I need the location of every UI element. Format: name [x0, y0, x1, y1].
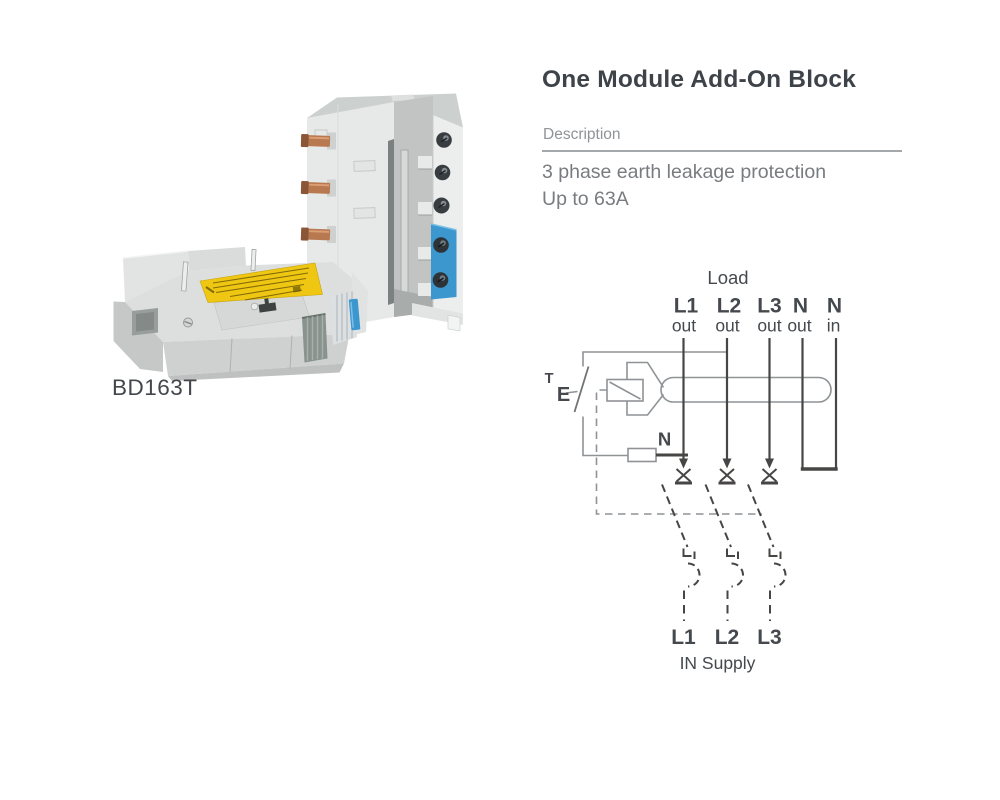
- end-terminal-block: [301, 313, 328, 363]
- terminal-screws-upper: [433, 132, 452, 214]
- mcb-pole-2: [704, 484, 744, 621]
- plug-terminals: [675, 458, 778, 485]
- terminal-name-l3: L3: [757, 295, 782, 318]
- description-heading: Description: [543, 126, 621, 143]
- pole-bracket: [726, 548, 739, 559]
- lying-back-wall2: [188, 247, 246, 271]
- lying-module: [113, 247, 368, 381]
- pole-blade: [704, 484, 732, 548]
- standing-module-top-tab: [391, 94, 415, 101]
- product-model-label: BD163T: [112, 375, 198, 400]
- label-mark: [292, 285, 301, 293]
- earth-label: E: [557, 384, 570, 406]
- pole-bracket: [682, 548, 696, 559]
- description-line-1: 3 phase earth leakage protection: [542, 161, 827, 183]
- copper-pins: [300, 132, 336, 243]
- terminal-name-l1: L1: [674, 295, 699, 318]
- toggle-button: [250, 302, 259, 311]
- description-line-2: Up to 63A: [542, 187, 629, 210]
- lying-front-lower: [168, 363, 344, 381]
- terminal-sub-n-in: in: [827, 316, 841, 336]
- pole-arc: [731, 562, 744, 588]
- terminal-name-l2: L2: [717, 295, 742, 318]
- toroid-current-transformer: [660, 376, 832, 403]
- conductor-n-loop: [801, 338, 838, 468]
- conductors: [682, 338, 838, 471]
- trip-linkage-dashed: [595, 389, 762, 515]
- pole-bracket: [768, 548, 782, 559]
- test-switch-blade: [573, 366, 590, 413]
- bottom-foot: [447, 314, 461, 332]
- label-fine-print: [205, 267, 310, 301]
- yellow-rating-label: [199, 262, 323, 303]
- pole-blade: [747, 484, 775, 548]
- supply-terminal-l3: L3: [757, 626, 782, 649]
- copper-pin: [300, 227, 331, 241]
- earth-dash: [565, 390, 578, 394]
- load-label: Load: [707, 267, 748, 288]
- lying-back-wall: [123, 251, 189, 302]
- blue-din-clip: [348, 298, 361, 331]
- terminal-sub-l2: out: [715, 316, 739, 336]
- plug-terminal-l1: [675, 458, 692, 485]
- face-recess: [353, 207, 376, 219]
- supply-terminal-l1: L1: [671, 626, 696, 649]
- test-wire-to-l2: [582, 351, 727, 367]
- lying-left-cap: [113, 301, 163, 372]
- pole-blade: [661, 484, 689, 548]
- blue-terminal-block: [430, 223, 457, 300]
- neutral-resistor-label: N: [658, 429, 671, 450]
- terminal-sub-l3: out: [757, 316, 781, 336]
- section-divider: [542, 150, 902, 152]
- test-resistor: [627, 447, 657, 463]
- plug-terminal-l3: [761, 458, 778, 485]
- description-text: 3 phase earth leakage protection Up to 6…: [542, 159, 826, 212]
- test-button-label: T: [545, 371, 554, 387]
- pole-arc: [773, 562, 787, 588]
- copper-pin: [300, 180, 331, 195]
- toggle-slot: [258, 298, 277, 313]
- side-tabs: [418, 156, 432, 296]
- mid-face-slot: [400, 149, 409, 297]
- mcb-pole-1: [661, 484, 701, 621]
- plug-terminal-l2: [718, 458, 736, 485]
- test-circuit: [565, 351, 727, 457]
- face-recess: [353, 160, 376, 172]
- wiring-diagram: Load L1 L2 L3 N N out out out out in T E…: [545, 267, 843, 673]
- mcb-pole-3: [747, 484, 787, 621]
- front-seams: [229, 335, 293, 373]
- end-ribs: [336, 291, 353, 342]
- relay-diagonal: [609, 381, 641, 400]
- terminal-name-n-in: N: [827, 295, 842, 318]
- product-photo: [113, 93, 463, 381]
- terminal-sub-l1: out: [672, 316, 696, 336]
- lying-front-face: [163, 334, 350, 376]
- in-supply-label: IN Supply: [680, 653, 756, 673]
- mcb-poles-dashed: [661, 484, 787, 621]
- supply-terminal-l2: L2: [715, 626, 740, 649]
- pole-arc: [687, 562, 701, 588]
- terminal-sub-n-out: out: [787, 316, 811, 336]
- interlock-pin: [181, 261, 189, 292]
- terminal-name-n-out: N: [793, 295, 808, 318]
- copper-pin: [300, 133, 331, 148]
- test-wire-lower: [582, 416, 628, 457]
- side-groove: [388, 139, 394, 305]
- page-title: One Module Add-On Block: [542, 66, 857, 93]
- interlock-pin: [250, 248, 257, 272]
